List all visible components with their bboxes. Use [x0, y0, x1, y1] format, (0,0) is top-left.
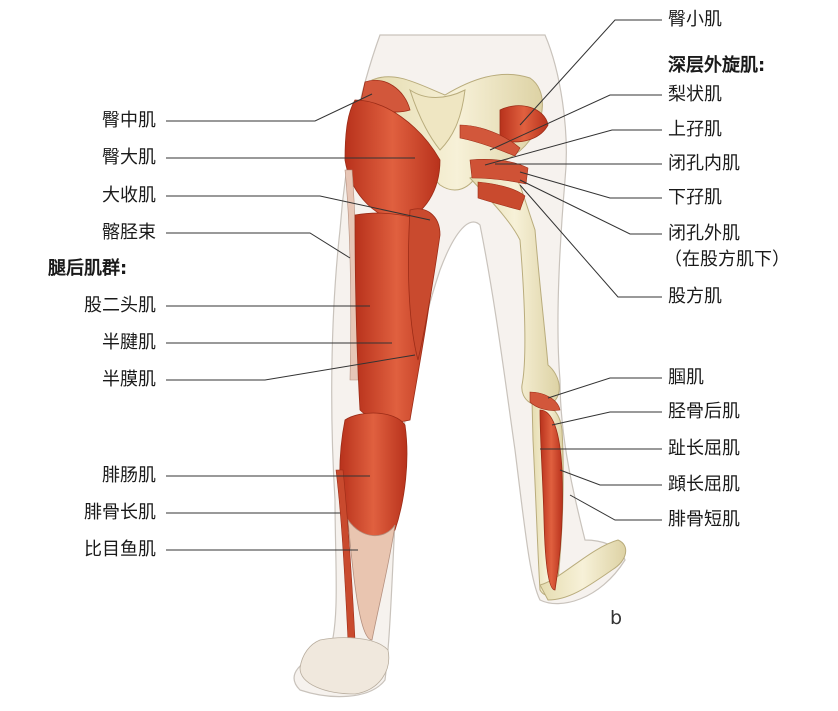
leader-lines-right [484, 19, 662, 521]
label-gluteus-minimus: 臀小肌 [668, 9, 722, 30]
label-soleus: 比目鱼肌 [84, 539, 156, 560]
label-flexor-hallucis-longus: 蹞长屈肌 [668, 474, 740, 495]
deep-calf-muscles [539, 409, 563, 591]
leader-lines-left [166, 93, 431, 551]
label-inferior-gemellus: 下孖肌 [668, 187, 722, 208]
label-tibialis-posterior: 胫骨后肌 [668, 401, 740, 422]
label-piriformis: 梨状肌 [668, 84, 722, 105]
foot-left [299, 637, 390, 695]
label-adductor-magnus: 大收肌 [102, 185, 156, 206]
obturator-gemelli-muscles [469, 158, 529, 185]
soleus-muscle [347, 518, 396, 641]
label-hamstring-group: 腿后肌群: [48, 258, 128, 279]
quadratus-femoris-muscle [477, 181, 526, 211]
label-flexor-digitorum-longus: 趾长屈肌 [668, 438, 740, 459]
label-gluteus-medius: 臀中肌 [102, 110, 156, 131]
label-obturator-internus: 闭孔内肌 [668, 153, 740, 174]
label-quadratus-femoris: 股方肌 [668, 286, 722, 307]
label-peroneus-brevis: 腓骨短肌 [668, 509, 740, 530]
label-peroneus-longus: 腓骨长肌 [84, 502, 156, 523]
gastrocnemius-muscle [339, 412, 408, 542]
label-gastrocnemius: 腓肠肌 [102, 465, 156, 486]
label-obturator-externus: 闭孔外肌 [668, 223, 740, 244]
label-popliteus: 腘肌 [668, 367, 704, 388]
foot-bones-right [539, 539, 627, 601]
label-obturator-externus-note: （在股方肌下） [664, 249, 790, 270]
sacrum [409, 88, 466, 151]
popliteus-muscle [529, 391, 561, 411]
gluteus-minimus-muscle [499, 105, 549, 143]
label-biceps-femoris: 股二头肌 [84, 295, 156, 316]
label-iliotibial-tract: 髂胫束 [102, 222, 156, 243]
panel-letter: b [610, 607, 623, 629]
label-semimembranosus: 半膜肌 [102, 369, 156, 390]
label-gluteus-maximus: 臀大肌 [102, 147, 156, 168]
adductor-magnus-muscle [408, 208, 441, 361]
label-superior-gemellus: 上孖肌 [668, 119, 722, 140]
label-deep-rotators: 深层外旋肌: [668, 55, 766, 76]
label-semitendinosus: 半腱肌 [102, 332, 156, 353]
piriformis-muscle [459, 124, 521, 157]
